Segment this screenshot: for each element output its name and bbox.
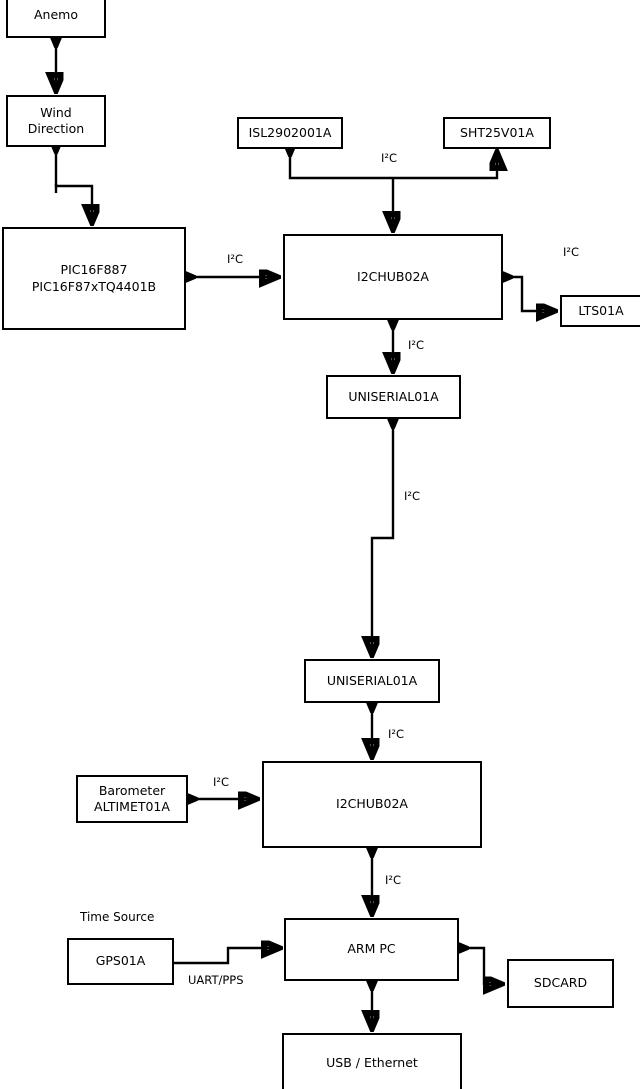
node-i2chub02a-bottom-label: I2CHUB02A xyxy=(336,796,408,812)
node-uniserial01a-bottom-label: UNISERIAL01A xyxy=(326,672,418,688)
node-i2chub02a-top-label: I2CHUB02A xyxy=(357,268,429,284)
node-uniserial01a-top-label: UNISERIAL01A xyxy=(348,388,439,404)
node-pic-mcu-label: PIC16F887 PIC16F87xTQ4401B xyxy=(31,262,157,294)
edge-label-uart-pps: UART/PPS xyxy=(188,973,244,987)
node-usb-ethernet-label: USB / Ethernet xyxy=(326,1054,418,1070)
node-isl2902001a-label: ISL2902001A xyxy=(248,124,332,140)
node-wind-direction[interactable]: Wind Direction xyxy=(6,95,106,147)
node-sdcard-label: SDCARD xyxy=(533,975,588,991)
edge-label-i2c-top-sensors: I²C xyxy=(381,151,398,165)
node-gps01a[interactable]: GPS01A xyxy=(67,938,174,985)
node-gps01a-label: GPS01A xyxy=(95,953,146,969)
node-uniserial01a-bottom[interactable]: UNISERIAL01A xyxy=(304,659,440,703)
node-sdcard[interactable]: SDCARD xyxy=(507,959,614,1008)
label-time-source: Time Source xyxy=(80,910,155,924)
edge-label-i2c-hub2-armpc: I²C xyxy=(385,873,402,887)
edge-label-i2c-uniserial-uniserial: I²C xyxy=(404,489,421,503)
edge-label-i2c-pic-hub: I²C xyxy=(227,252,244,266)
edge-label-i2c-hub-lts: I²C xyxy=(563,245,580,259)
node-anemo[interactable]: Anemo xyxy=(6,0,106,38)
edge-label-i2c-barometer-hub2: I²C xyxy=(213,775,230,789)
node-isl2902001a[interactable]: ISL2902001A xyxy=(237,117,343,149)
wire-armpc-sdcard xyxy=(465,948,501,984)
node-sht25v01a-label: SHT25V01A xyxy=(460,124,534,140)
node-arm-pc[interactable]: ARM PC xyxy=(284,918,459,981)
edge-label-i2c-uniserial-hub2: I²C xyxy=(388,727,405,741)
node-barometer-altimet01a[interactable]: Barometer ALTIMET01A xyxy=(76,775,188,823)
node-lts01a-label: LTS01A xyxy=(578,302,624,318)
edge-label-i2c-hub-uniserial: I²C xyxy=(408,338,425,352)
wire-wind-pic-z xyxy=(56,150,92,222)
node-sht25v01a[interactable]: SHT25V01A xyxy=(443,117,551,149)
node-wind-direction-label: Wind Direction xyxy=(27,104,85,137)
node-barometer-altimet01a-label: Barometer ALTIMET01A xyxy=(94,782,170,815)
node-usb-ethernet[interactable]: USB / Ethernet xyxy=(282,1033,462,1089)
node-arm-pc-label: ARM PC xyxy=(347,941,396,957)
node-pic-mcu[interactable]: PIC16F887 PIC16F87xTQ4401B xyxy=(2,227,186,330)
node-lts01a[interactable]: LTS01A xyxy=(560,295,640,327)
wire-gps-armpc xyxy=(174,948,279,965)
node-uniserial01a-top[interactable]: UNISERIAL01A xyxy=(326,375,461,419)
node-i2chub02a-top[interactable]: I2CHUB02A xyxy=(283,234,503,320)
node-i2chub02a-bottom[interactable]: I2CHUB02A xyxy=(262,761,482,848)
wire-hub-lts xyxy=(509,277,554,311)
node-anemo-label: Anemo xyxy=(34,6,78,22)
wire-uniserial-uniserial xyxy=(372,425,393,654)
